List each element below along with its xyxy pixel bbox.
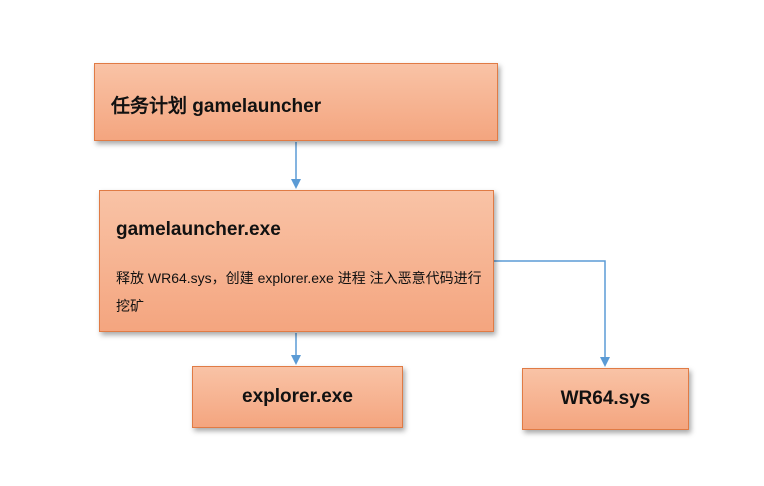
explorer-exe-label: explorer.exe (242, 386, 353, 407)
wr64-sys-label: WR64.sys (560, 388, 651, 409)
gamelauncher-exe-node: gamelauncher.exe 释放 WR64.sys，创建 explorer… (99, 190, 494, 332)
gamelauncher-exe-description: 释放 WR64.sys，创建 explorer.exe 进程 注入恶意代码进行挖… (116, 270, 482, 314)
wr64-sys-node: WR64.sys (522, 368, 689, 430)
explorer-exe-node: explorer.exe (192, 366, 403, 428)
gamelauncher-exe-label: gamelauncher.exe (116, 219, 281, 240)
task-scheduler-node: 任务计划 gamelauncher (94, 63, 498, 141)
task-scheduler-label: 任务计划 gamelauncher (111, 96, 322, 117)
arrow-exe-to-wr64 (494, 260, 610, 367)
